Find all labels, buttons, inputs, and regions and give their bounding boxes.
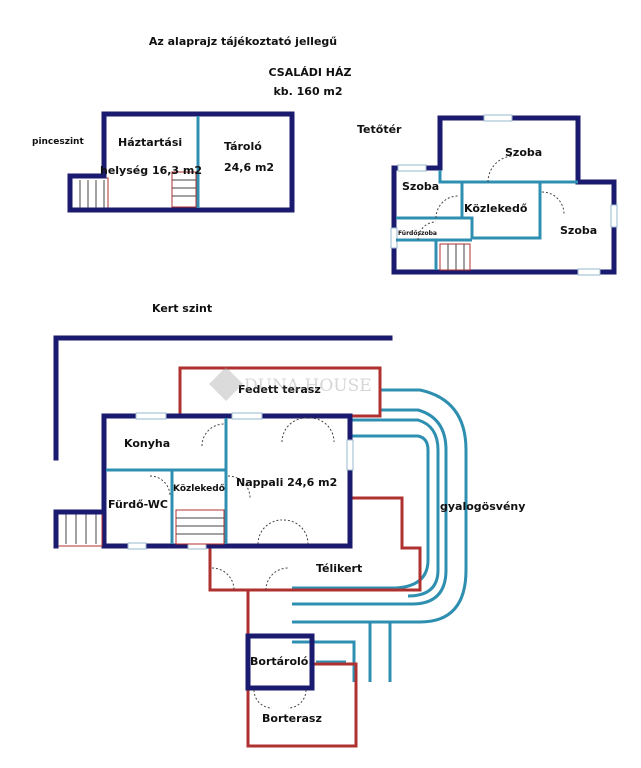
room-label-helyseg: helység 16,3 m2 (100, 164, 202, 177)
garden-entry-stair (55, 511, 103, 547)
konyha-door-swing (201, 423, 225, 447)
house-window-right (346, 439, 354, 471)
house-window-top-2 (231, 412, 263, 420)
attic-partition-a (396, 170, 464, 220)
label-kozlekedo: Közlekedő (173, 484, 225, 494)
footpath-outer-line (292, 388, 468, 624)
room-label-tarolo-area: 24,6 m2 (224, 161, 274, 174)
borterasz-door-swing (287, 689, 307, 709)
attic-window-left (390, 227, 398, 249)
logo-diamond-icon (209, 367, 243, 401)
duna-house-logo: DUNA HOUSE (209, 367, 372, 401)
plan-disclaimer: Az alaprajz tájékoztató jellegű (149, 35, 337, 48)
wine-terrace (246, 662, 358, 748)
basement-level-label: pinceszint (32, 137, 84, 147)
attic-outer-wall (391, 115, 617, 275)
basement-plan: pinceszint Háztartási helység 16,3 m2 Tá… (32, 111, 295, 213)
attic-room-furdoszoba: Fürdőszoba (398, 230, 437, 237)
attic-window-left-top (397, 164, 427, 172)
label-bortarolo: Bortároló (250, 655, 309, 668)
house-window-bottom-1 (127, 542, 147, 550)
footpath-inner-line (292, 408, 448, 606)
basement-outer-wall (67, 111, 295, 213)
footpath-innermost-line (292, 434, 430, 590)
attic-room-szoba-left: Szoba (402, 180, 439, 193)
bortarolo-wall (245, 633, 315, 691)
garden-level-label: Kert szint (152, 302, 212, 315)
attic-partition-d (462, 216, 542, 240)
attic-door-swing (435, 195, 459, 219)
terrace-door-swing (309, 417, 335, 443)
footpath-edge-line (352, 418, 440, 598)
attic-level-label: Tetőtér (357, 123, 402, 136)
telikert-door-swing (211, 567, 235, 591)
attic-window-bottom (577, 268, 601, 276)
nappali-door-swing (227, 475, 251, 499)
house-inner-stair (175, 509, 225, 545)
label-gyalogosveny: gyalogösvény (440, 500, 525, 513)
attic-door-swing (487, 155, 515, 183)
garden-fence (53, 335, 393, 461)
telikert-house-door-swing (257, 519, 283, 545)
attic-door-swing (541, 191, 565, 215)
room-label-tarolo: Tároló (224, 140, 262, 153)
footpath (292, 388, 468, 682)
attic-stair (439, 243, 471, 271)
attic-window-right (610, 204, 618, 228)
house-area: kb. 160 m2 (273, 85, 342, 98)
furdo-door-swing (149, 475, 171, 497)
house-window-top-1 (135, 412, 167, 420)
garden-entry-stair-wall (53, 509, 107, 549)
label-nappali: Nappali 24,6 m2 (236, 476, 337, 489)
attic-window-top (483, 114, 513, 122)
label-furdo-wc: Fürdő-WC (108, 498, 168, 511)
terrace-door-swing (281, 417, 307, 443)
attic-room-szoba-right: Szoba (560, 224, 597, 237)
house-outer-wall (101, 413, 353, 549)
winter-garden (208, 496, 422, 592)
page-title: CSALÁDI HÁZ (269, 66, 352, 79)
attic-door-swing (417, 221, 437, 241)
telikert-door-swing (265, 567, 289, 591)
telikert-house-door-swing (283, 519, 309, 545)
room-label-haztartasi: Háztartási (118, 136, 182, 149)
basement-entry-stair (69, 177, 109, 211)
attic-room-kozlekedo: Közlekedő (464, 202, 528, 215)
label-fedett-terasz: Fedett terasz (238, 383, 321, 396)
logo-wordmark: DUNA HOUSE (244, 376, 372, 396)
label-borterasz: Borterasz (262, 712, 322, 725)
label-telikert: Télikert (316, 562, 362, 575)
attic-room-szoba-top: Szoba (505, 146, 542, 159)
borterasz-door-swing (253, 689, 273, 709)
attic-plan: Tetőtér Szoba Szoba Közlekedő Szoba Fürd… (357, 114, 618, 276)
basement-inner-stair (171, 171, 197, 208)
label-konyha: Konyha (124, 437, 170, 450)
covered-terrace (178, 366, 382, 418)
